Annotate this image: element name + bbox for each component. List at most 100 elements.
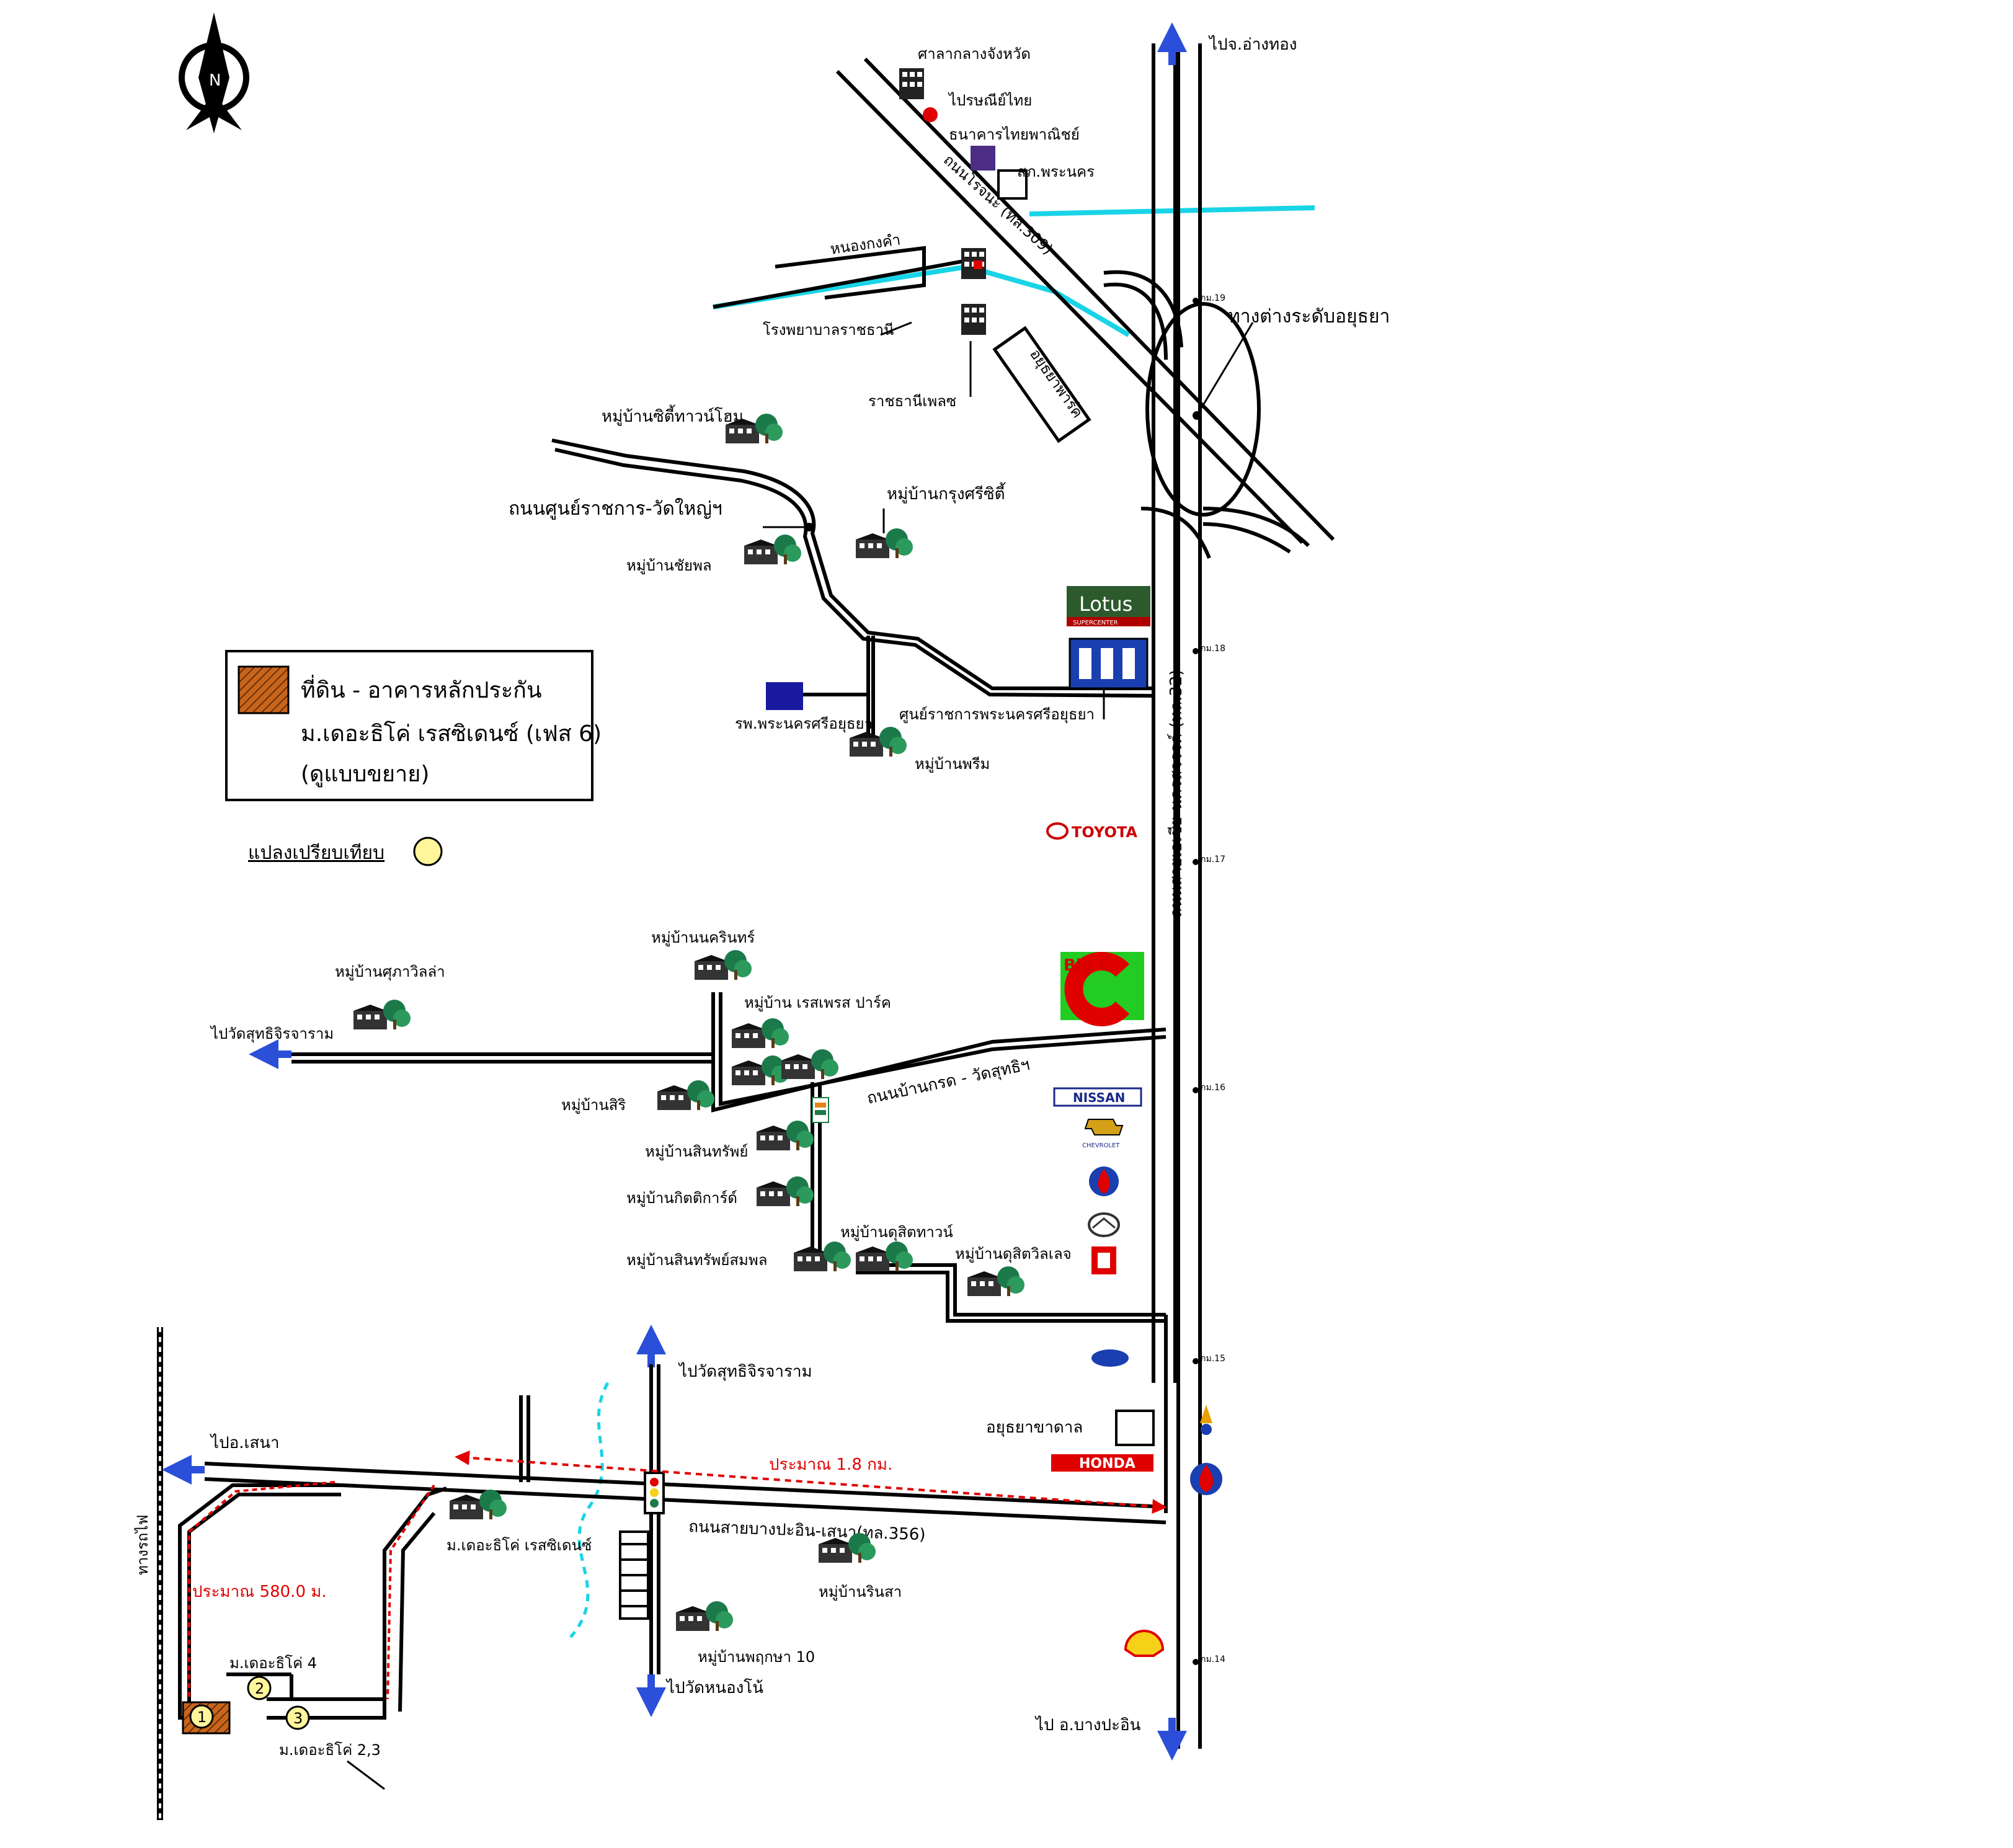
interchange (1103, 270, 1310, 559)
distance-road-label: ประมาณ 1.8 กม. (769, 1455, 892, 1474)
traffic-light-icon (644, 1472, 665, 1514)
parcel-1: 1 (182, 1701, 231, 1735)
fuel-station-2-icon (1190, 1463, 1222, 1495)
landmark-gov-center: ศูนย์ราชการพระนครศรีอยุธยา (899, 637, 1149, 724)
thico4-label: ม.เดอะธิโค่ 4 (229, 1655, 317, 1672)
village-siri-label: หมู่บ้านสิริ (561, 1096, 626, 1114)
shell-icon (1124, 1630, 1165, 1657)
village-sinsap-label: หมู่บ้านสินทรัพย์ (645, 1143, 748, 1161)
village-siri: หมู่บ้านสิริ (561, 1080, 714, 1114)
village-prime-label: หมู่บ้านพรีม (915, 755, 990, 773)
dir-wat-suthi-top: ไปวัดสุทธิจิรจาราม (678, 1362, 812, 1381)
legend: ที่ดิน - อาคารหลักประกัน ม.เดอะธิโค่ เรส… (225, 650, 602, 801)
road-sunratchakan-label: ถนนศูนย์ราชการ-วัดใหญ่ฯ (509, 498, 722, 520)
bank-label: ธนาคารไทยพาณิชย์ (949, 126, 1080, 143)
thico23-pointer (347, 1760, 385, 1790)
ratchathani-label: ราชธานีเพลซ (868, 393, 956, 410)
dealer-nissan: NISSAN (1053, 1087, 1142, 1107)
city-hall-school-label: ศาลากลางจังหวัด (918, 45, 1031, 63)
toyota-label: TOYOTA (1072, 824, 1137, 841)
comparison-marker-legend: แปลงเปรียบเทียบ (248, 837, 443, 866)
village-rinsa-label: หมู่บ้านรินสา (819, 1583, 902, 1601)
landmark-hospital-gov: รพ.พระนครศรีอยุธยา (735, 682, 873, 733)
village-chaiyaphon: หมู่บ้านชัยพล (626, 535, 801, 575)
dealer-toyota: TOYOTA (1046, 822, 1137, 841)
road-asia-highway: ถนนสายเอเชีย-นครสวรรค์ (ทล.32) (1167, 669, 1186, 918)
seven-eleven-icon (812, 1097, 829, 1123)
interchange-callout: ทางต่างระดับอยุธยา (1193, 306, 1390, 420)
distance-soi-label: ประมาณ 580.0 ม. (192, 1583, 327, 1601)
village-dusit-village-label: หมู่บ้านดุสิตวิลเลจ (955, 1245, 1072, 1263)
ayutthaya-hosp-label: อยุธยาขาดาล (986, 1418, 1083, 1437)
village-prime: หมู่บ้านพรีม (850, 727, 990, 773)
fuel-station-icon (1089, 1166, 1119, 1196)
lotus-label: Lotus (1079, 592, 1132, 616)
village-dusit-town-label: หมู่บ้านดุสิตทาวน์ (840, 1224, 953, 1242)
dealer-honda: HONDA (1051, 1454, 1153, 1472)
km-14: กม.14 (1201, 1655, 1225, 1664)
road-ban-krot-label: ถนนบ้านกรด - วัดสุทธิฯ (865, 1055, 1031, 1108)
village-dusit-village: หมู่บ้านดุสิตวิลเลจ (955, 1245, 1072, 1296)
legend-line2: ม.เดอะธิโค่ เรสซิเดนซ์ (เฟส 6) (301, 721, 602, 747)
landmark-police: สภ.พระนคร (997, 163, 1095, 200)
km-markers: กม.19 กม.18 กม.17 กม.16 กม.15 กม.14 (1193, 293, 1225, 1665)
dealer-mitsu-icon (1091, 1246, 1116, 1274)
parcel-3-label: 3 (293, 1710, 303, 1727)
mall-bigc: Big C (1060, 952, 1144, 1026)
police-label: สภ.พระนคร (1017, 163, 1095, 180)
dealer-ford-icon (1091, 1349, 1129, 1367)
ayutthaya-park: อยุธยาพาร์ค (992, 326, 1091, 443)
north-arrow-icon: N (179, 12, 249, 133)
landmark-lotus: Lotus SUPERCENTER (1067, 586, 1150, 626)
sunratchakan-callout: ถนนศูนย์ราชการ-วัดใหญ่ฯ (509, 498, 814, 531)
distance-road: ประมาณ 1.8 กม. (455, 1450, 1167, 1514)
village-sinsap-sompon: หมู่บ้านสินทรัพย์สมพล (626, 1242, 851, 1271)
soi-roads (178, 1483, 447, 1720)
gov-center-label: ศูนย์ราชการพระนครศรีอยุธยา (899, 706, 1095, 724)
km-15: กม.15 (1201, 1354, 1225, 1364)
legend-line1: ที่ดิน - อาคารหลักประกัน (301, 675, 542, 703)
km-16: กม.16 (1201, 1083, 1225, 1093)
parcel-1-label: 1 (197, 1708, 207, 1726)
village-chaiyaphon-label: หมู่บ้านชัยพล (626, 557, 712, 575)
village-thico-label: ม.เดอะธิโค่ เรสซิเดนซ์ (447, 1537, 592, 1554)
legend-line3: (ดูแบบขยาย) (301, 762, 429, 788)
village-nakrin-label: หมู่บ้านนครินทร์ (651, 929, 755, 947)
village-city-home: หมู่บ้านซิตี้ทาวน์โฮม (602, 404, 783, 443)
village-phruek-label: หมู่บ้านพฤกษา 10 (698, 1648, 815, 1666)
village-nakrin: หมู่บ้านนครินทร์ (651, 929, 755, 980)
hospital-label: โรงพยาบาลราชธานี (763, 321, 894, 339)
honda-label: HONDA (1079, 1456, 1135, 1472)
legend-swatch (238, 665, 290, 714)
direction-arrows (162, 22, 1187, 1761)
dir-sena: ไปอ.เสนา (210, 1433, 280, 1452)
thico23-label: ม.เดอะธิโค่ 2,3 (279, 1741, 381, 1759)
village-royal-label: หมู่บ้าน เรสเพรส ปาร์ค (744, 994, 891, 1012)
village-krungsri-city-label: หมู่บ้านกรุงศรีซิตี้ (887, 482, 1006, 504)
post-office-label: ไปรษณีย์ไทย (948, 92, 1032, 109)
village-royal: หมู่บ้าน เรสเพรส ปาร์ค (732, 994, 891, 1085)
railway-label: ทางรถไฟ (134, 1515, 151, 1576)
village-kittinan: หมู่บ้านกิตติการ์ด์ (626, 1176, 814, 1207)
landmark-ratchathani: ราชธานีเพลซ (868, 304, 986, 410)
village-sinsap-sompon-label: หมู่บ้านสินทรัพย์สมพล (626, 1251, 767, 1269)
village-dusit-town: หมู่บ้านดุสิตทาวน์ (840, 1224, 953, 1271)
village-city-home-label: หมู่บ้านซิตี้ทาวน์โฮม (602, 404, 744, 426)
village-sanvilla: หมู่บ้านศุภาวิลล่า (335, 963, 445, 1029)
village-sinsap: หมู่บ้านสินทรัพย์ (645, 1121, 814, 1161)
landmark-city-hall-school: ศาลากลางจังหวัด (899, 45, 1031, 99)
village-thico: ม.เดอะธิโค่ เรสซิเดนซ์ (447, 1490, 592, 1554)
dir-wat-nong: ไปวัดหนองโน้ (665, 1678, 763, 1697)
canal-dashed (569, 1382, 610, 1638)
interchange-label: ทางต่างระดับอยุธยา (1228, 306, 1390, 328)
dealer-mazda-icon (1088, 1212, 1120, 1237)
landmark-hospital: โรงพยาบาลราชธานี (763, 248, 986, 339)
distance-soi (188, 1481, 435, 1700)
temple-icon (1200, 1405, 1212, 1435)
dir-wat-suthi-left: ไปวัดสุทธิจิรจาราม (210, 1025, 334, 1043)
comparison-marker-icon (413, 837, 443, 866)
nissan-label: NISSAN (1073, 1090, 1125, 1105)
road-rojana (835, 57, 1335, 544)
chevrolet-label: CHEVROLET (1082, 1142, 1120, 1149)
